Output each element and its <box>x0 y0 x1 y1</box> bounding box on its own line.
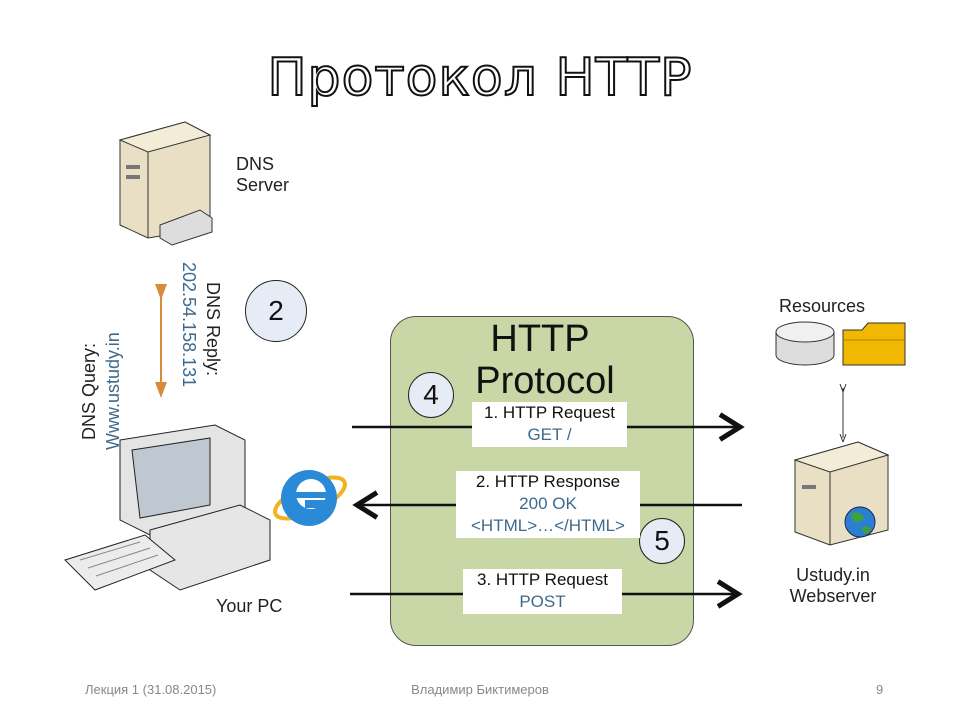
footer-author: Владимир Биктимеров <box>411 682 549 697</box>
message-http-request-get: 1. HTTP Request GET / <box>472 402 627 447</box>
step-5-badge: 5 <box>639 518 685 564</box>
webserver-icon <box>793 441 890 546</box>
database-icon <box>775 321 835 366</box>
protocol-title-line1: HTTP <box>490 318 590 360</box>
message-body: POST <box>519 592 566 611</box>
dns-query-host: Www.ustudy.in <box>103 332 123 450</box>
message-body-html: <HTML>…</HTML> <box>471 516 625 535</box>
internet-explorer-icon <box>273 470 347 526</box>
message-title: 1. HTTP Request <box>483 403 616 422</box>
message-title: 3. HTTP Request <box>476 570 609 589</box>
pc-label: Your PC <box>216 596 283 616</box>
message-body: GET / <box>527 425 572 444</box>
webserver-label-1: Ustudy.in <box>796 565 870 585</box>
dns-reply-label: DNS Reply: <box>203 282 223 377</box>
pc-icon <box>64 424 271 591</box>
footer-page-number: 9 <box>876 682 884 697</box>
footer-lecture: Лекция 1 (31.08.2015) <box>85 682 217 697</box>
webserver-label-2: Webserver <box>789 586 877 606</box>
slide-title: Протокол HTTP <box>266 47 693 109</box>
message-http-request-post: 3. HTTP Request POST <box>463 569 622 614</box>
dns-server-icon <box>118 121 213 246</box>
dns-server-label-1: DNS <box>236 154 275 174</box>
message-http-response: 2. HTTP Response 200 OK <HTML>…</HTML> <box>456 471 640 538</box>
message-title: 2. HTTP Response <box>475 472 621 491</box>
message-body: 200 OK <box>519 494 577 513</box>
folder-icon <box>842 322 906 366</box>
protocol-title-line2: Protocol <box>475 360 615 402</box>
dns-query-label: DNS Query: <box>79 342 99 440</box>
dns-reply-ip: 202.54.158.131 <box>179 262 199 388</box>
step-2-badge: 2 <box>245 280 307 342</box>
dns-server-label-2: Server <box>236 175 290 195</box>
resources-label: Resources <box>779 296 866 316</box>
step-4-badge: 4 <box>408 372 454 418</box>
